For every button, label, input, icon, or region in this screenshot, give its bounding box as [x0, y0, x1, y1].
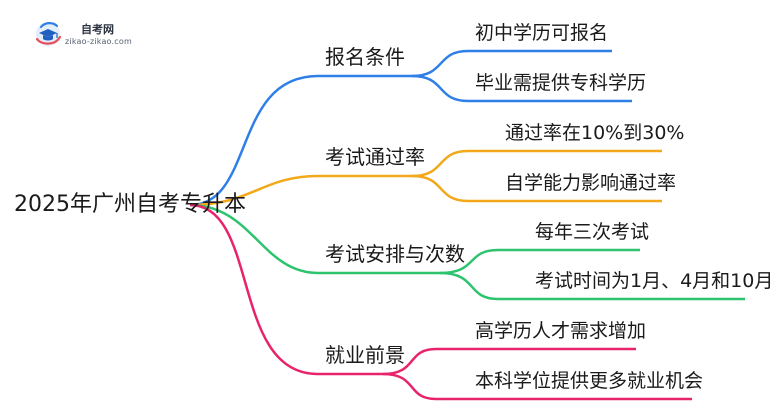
link-branch-1-child-1	[411, 49, 612, 78]
link-root-branch-3	[189, 203, 440, 275]
logo-title: 自考网	[81, 23, 114, 36]
link-branch-3-child-1	[439, 248, 640, 275]
branch-2-child-2: 自学能力影响通过率	[505, 172, 677, 194]
branch-4-child-1: 高学历人才需求增加	[475, 320, 647, 342]
branch-4-label: 就业前景	[325, 343, 405, 367]
link-root-branch-4	[189, 203, 383, 376]
site-logo: 自考网 zikao-zikao.com	[33, 19, 143, 47]
link-branch-4-child-2	[382, 372, 692, 401]
branch-1-child-1: 初中学历可报名	[475, 22, 609, 44]
link-branch-1-child-2	[411, 74, 632, 103]
branch-3-child-1: 每年三次考试	[535, 221, 650, 243]
branch-3-child-2: 考试时间为1月、4月和10月	[535, 270, 773, 292]
link-root-branch-1	[189, 74, 412, 207]
branch-3-label: 考试安排与次数	[325, 242, 465, 266]
mind-map-links	[189, 49, 745, 401]
link-branch-2-child-1	[411, 149, 662, 178]
link-branch-3-child-2	[439, 271, 745, 301]
branch-1-label: 报名条件	[325, 45, 405, 69]
root-node: 2025年广州自考专升本	[14, 192, 246, 217]
branch-2-child-1: 通过率在10%到30%	[505, 122, 685, 144]
graduation-cap-icon	[35, 22, 62, 46]
branch-4-child-2: 本科学位提供更多就业机会	[475, 370, 704, 392]
link-branch-2-child-2	[411, 174, 662, 203]
mind-map: 自考网 zikao-zikao.com 2025年广州自考专升本 报名条件 考试…	[14, 19, 773, 401]
link-branch-4-child-1	[382, 347, 636, 376]
logo-url: zikao-zikao.com	[65, 37, 132, 46]
link-root-branch-2	[189, 174, 412, 207]
branch-2-label: 考试通过率	[325, 145, 425, 169]
branch-1-child-2: 毕业需提供专科学历	[475, 72, 647, 94]
